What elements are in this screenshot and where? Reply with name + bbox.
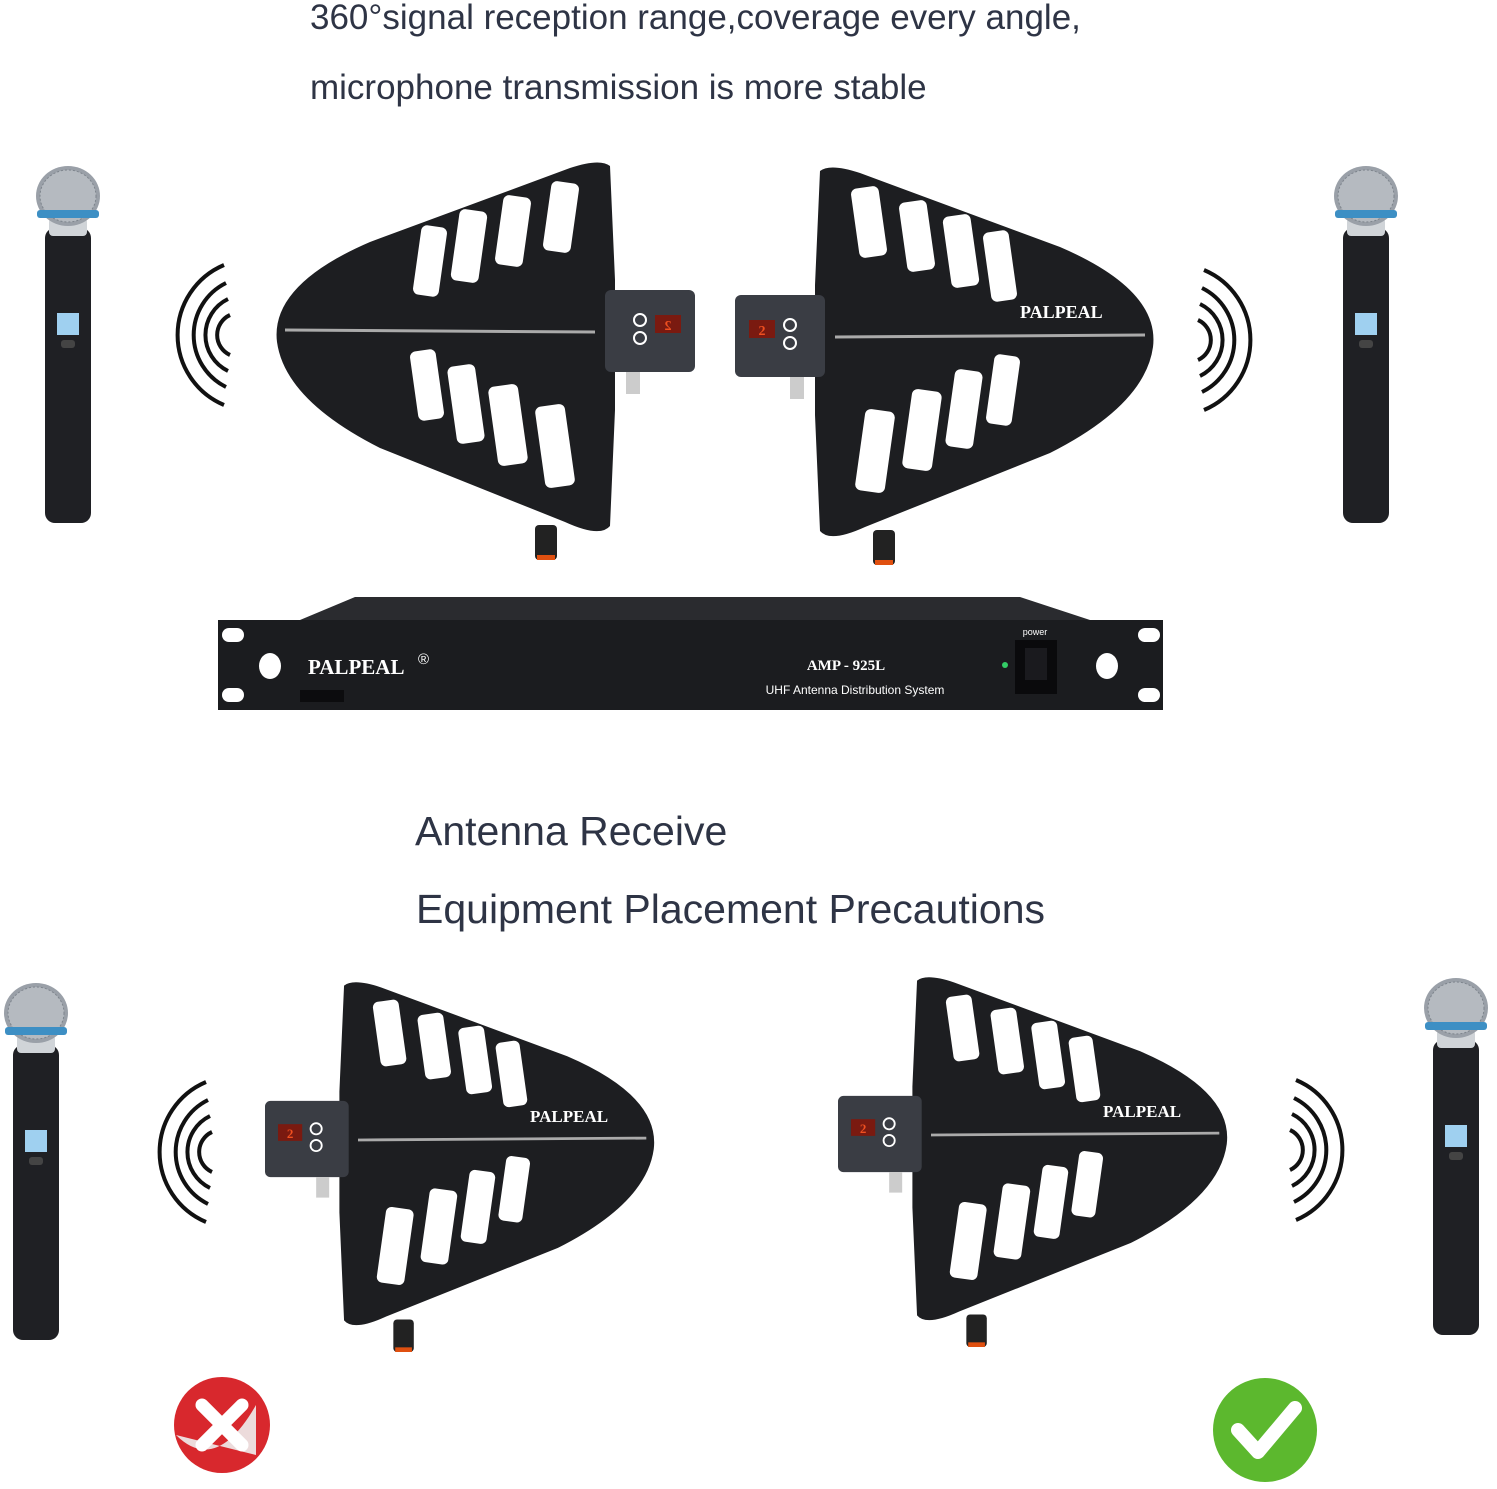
header-line-1: 360°signal reception range,coverage ever… [310,0,1081,37]
svg-text:®: ® [418,651,429,668]
header-line-2: microphone transmission is more stable [310,68,927,107]
microphone-left [35,165,101,524]
microphone-right [1333,165,1399,524]
microphone-bottom-left [3,982,69,1341]
section-title-line-2: Equipment Placement Precautions [416,886,1046,932]
antenna-left [275,160,697,562]
antenna-correct-placement [836,975,1229,1349]
microphone-bottom-right [1423,977,1489,1336]
red-x-icon [174,1377,270,1473]
antenna-brand: PALPEAL [1020,302,1103,322]
signal-waves-icon [175,263,232,407]
antenna-right [733,165,1155,567]
signal-waves-icon [1288,1078,1345,1222]
svg-text:UHF Antenna Distribution Syste: UHF Antenna Distribution System [766,683,945,697]
svg-text:power: power [1023,627,1048,637]
section-title-line-1: Antenna Receive [415,808,728,854]
svg-text:AMP - 925L: AMP - 925L [807,658,885,674]
green-check-icon [1213,1378,1317,1482]
antenna-wrong-placement [263,980,656,1354]
svg-text:PALPEAL: PALPEAL [1103,1102,1181,1121]
signal-waves-icon [1196,268,1253,412]
svg-text:PALPEAL: PALPEAL [530,1107,608,1126]
signal-waves-icon [157,1080,214,1224]
antenna-distribution-rack: PALPEAL ® AMP - 925L UHF Antenna Distrib… [218,597,1163,710]
svg-text:PALPEAL: PALPEAL [308,655,404,679]
